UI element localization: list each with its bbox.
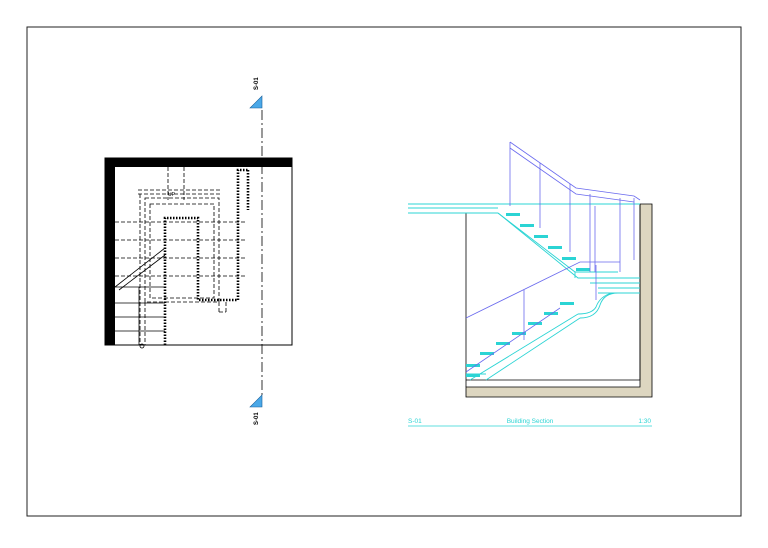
- lower-flight-treads: [466, 302, 574, 377]
- upper-flight-treads: [506, 213, 590, 271]
- up-label: UP: [168, 192, 176, 198]
- upper-floor-overlay: [115, 167, 246, 345]
- stair-start-marker: [139, 343, 145, 349]
- stair-well-outline: [163, 168, 250, 345]
- section-code: S-01: [408, 418, 422, 425]
- section-scale: 1:30: [638, 418, 651, 425]
- wall-top: [105, 158, 292, 167]
- section-name: Building Section: [507, 418, 554, 425]
- upper-flight: [497, 212, 618, 279]
- stair-treads: [114, 247, 166, 345]
- section-marker-top-label: S-01: [254, 77, 260, 90]
- sheet-border: [26, 26, 742, 517]
- lower-flight: [466, 313, 581, 381]
- section-marker-bottom-icon[interactable]: [249, 394, 263, 408]
- handrail: [465, 141, 641, 373]
- stair-landing: [577, 277, 640, 319]
- stair-section-view: S-01 Building Section 1:30: [408, 141, 653, 427]
- section-marker-top-icon[interactable]: [249, 95, 263, 109]
- stair-plan-view: UP S-01 S-01: [104, 77, 293, 425]
- ground-fill: [465, 203, 653, 398]
- section-marker-bottom-label: S-01: [254, 412, 260, 425]
- wall-left: [105, 158, 115, 345]
- upper-slab: [408, 203, 640, 214]
